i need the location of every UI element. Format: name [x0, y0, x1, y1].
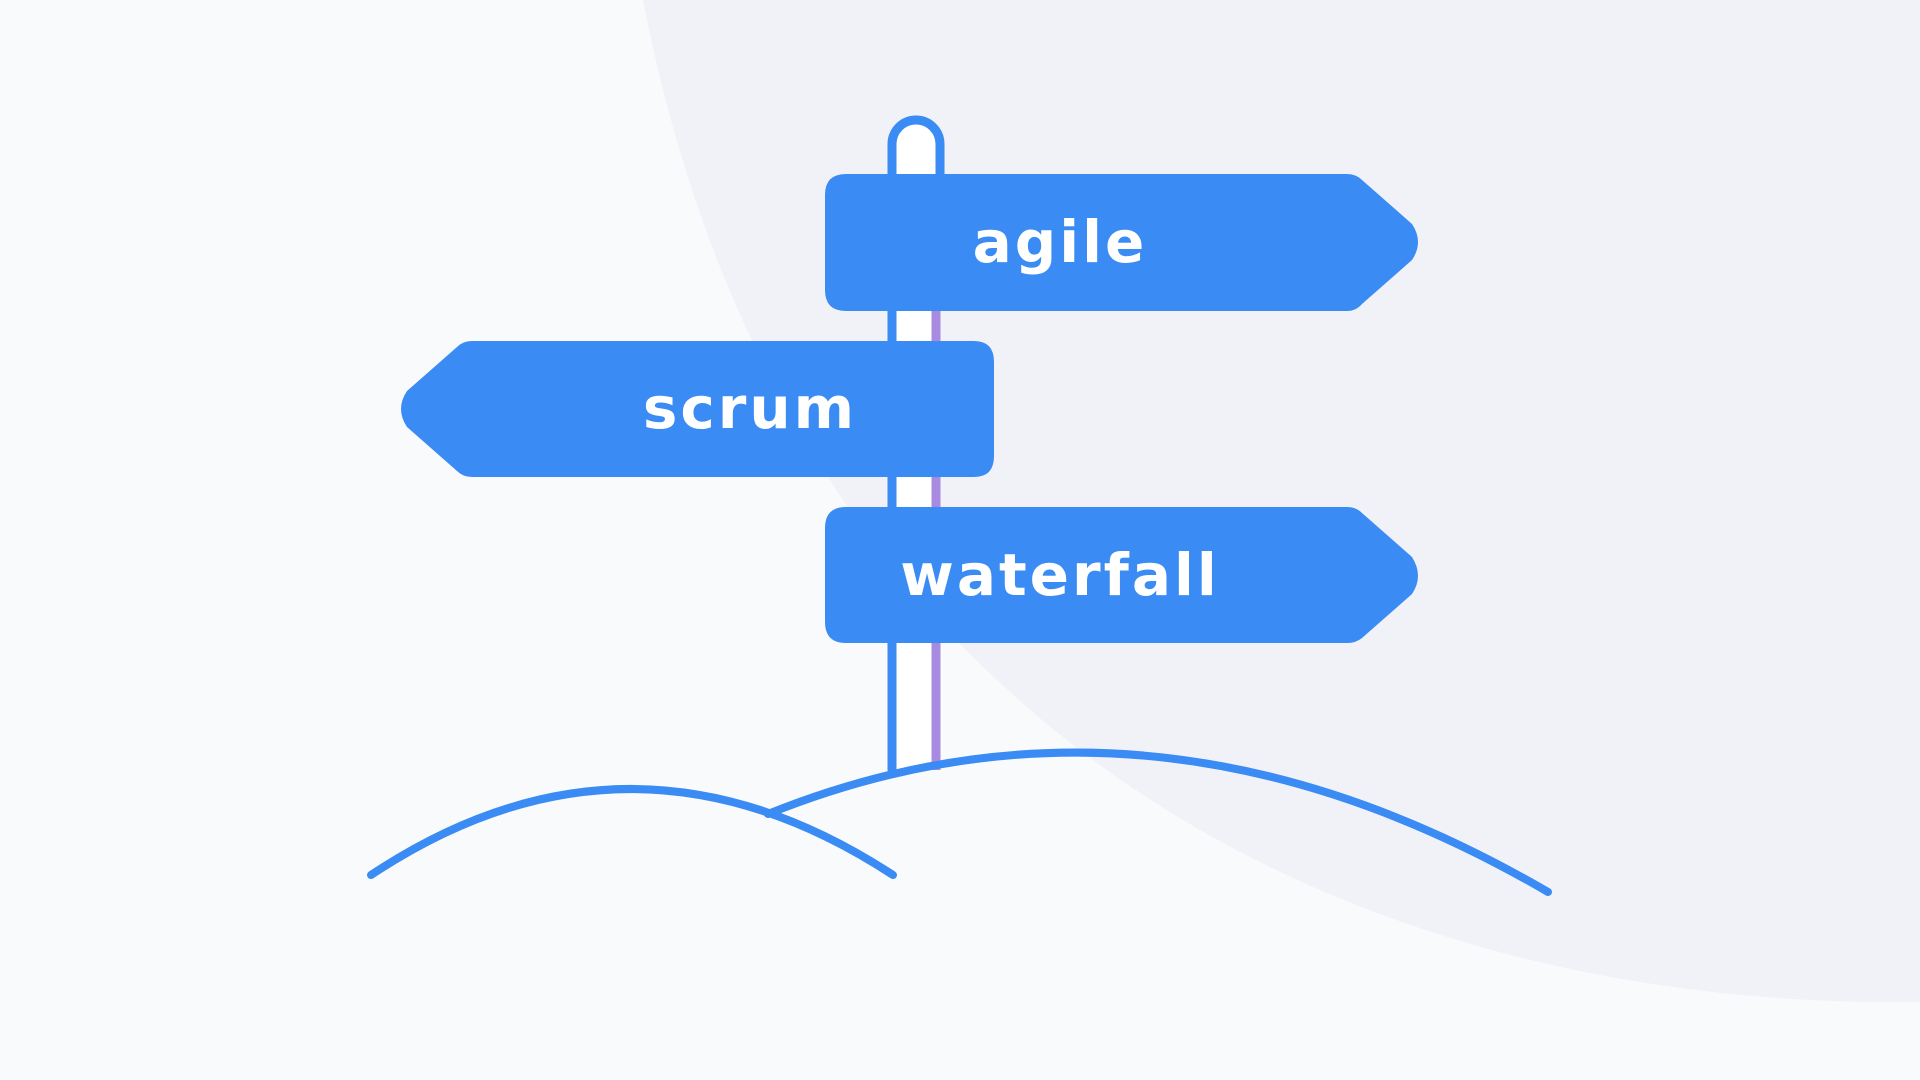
hill-back-right [764, 748, 1552, 896]
sign-agile-label: agile [973, 208, 1148, 276]
sign-scrum-board [401, 341, 994, 477]
sign-waterfall-label: waterfall [900, 541, 1220, 609]
hill-front-left [367, 785, 897, 879]
sign-agile-board [825, 174, 1418, 311]
sign-scrum-label: scrum [643, 374, 857, 442]
sign-agile: agile [825, 174, 1418, 311]
pole-outline-top-right [911, 115, 945, 295]
sign-waterfall-board [825, 507, 1418, 643]
sign-scrum: scrum [401, 341, 994, 477]
sign-waterfall: waterfall [825, 507, 1418, 643]
